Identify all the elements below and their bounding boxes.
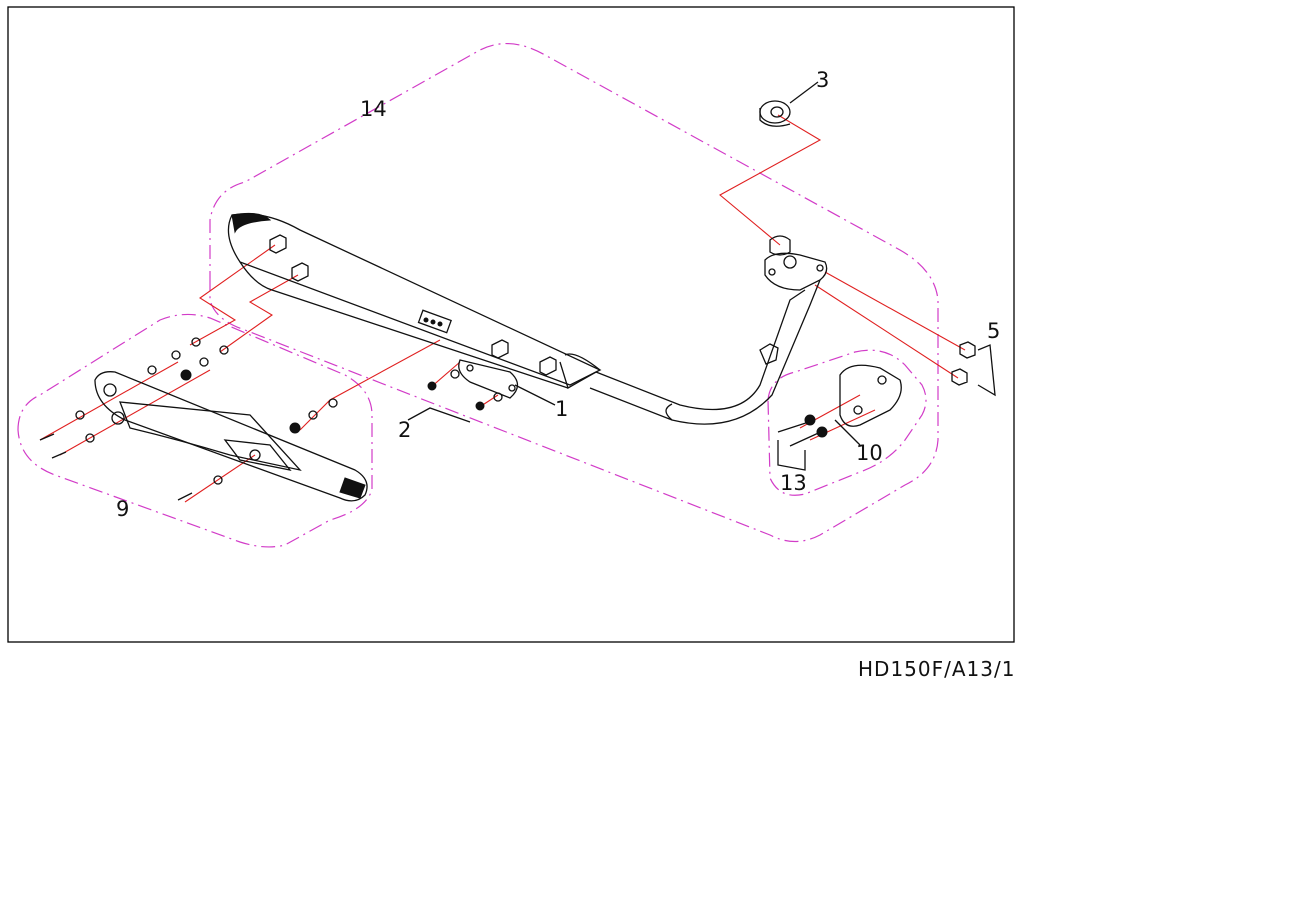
muffler: [227, 212, 602, 389]
callout-3: 3: [816, 68, 829, 92]
callout-14: 14: [360, 97, 387, 121]
heat-shield: [94, 371, 368, 502]
drawing-frame: [7, 6, 1015, 643]
callout-10: 10: [856, 441, 883, 465]
callout-9: 9: [116, 497, 129, 521]
leader-lines: [39, 114, 966, 503]
callout-5: 5: [987, 319, 1000, 343]
callout-2: 2: [398, 418, 411, 442]
callout-13: 13: [780, 471, 807, 495]
exhaust-pipe: [589, 235, 828, 425]
fasteners: [39, 100, 976, 501]
assembly-9-outline: [17, 313, 373, 548]
assembly-10-outline: [767, 349, 927, 496]
drawing-code: HD150F/A13/1: [858, 657, 1015, 681]
assembly-14-outline: [209, 42, 939, 543]
callout-1: 1: [555, 397, 568, 421]
callout-leaders: [407, 81, 996, 471]
